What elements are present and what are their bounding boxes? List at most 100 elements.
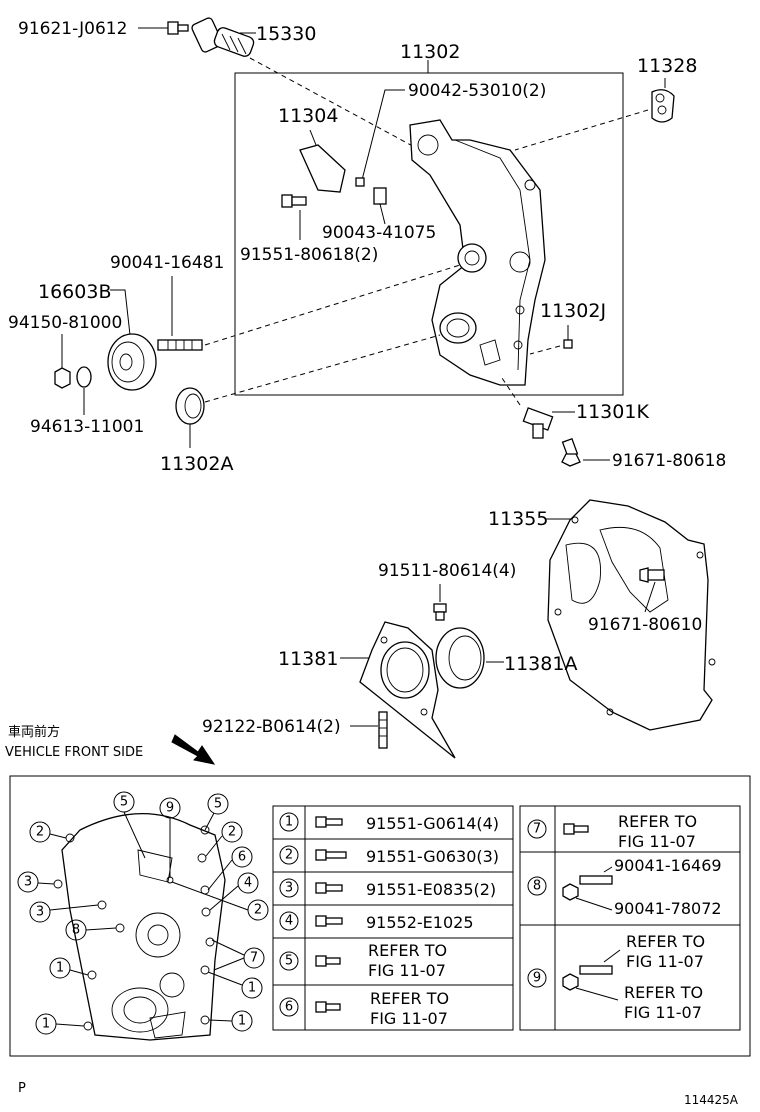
bolt-icon: [315, 1001, 341, 1013]
bolt-icon: [315, 882, 343, 894]
washer-94613: [76, 366, 92, 388]
callout-11302A[interactable]: 11302A: [160, 453, 233, 475]
orientation-jp: 車両前方: [8, 724, 60, 740]
svg-text:6: 6: [238, 850, 246, 865]
detail-marker-1d[interactable]: 1: [231, 1010, 253, 1032]
detail-marker-3a[interactable]: 3: [17, 871, 39, 893]
table-row-6-line2: FIG 11-07: [370, 1009, 448, 1028]
callout-11328[interactable]: 11328: [637, 55, 697, 77]
oil-control-valve-15330: [191, 17, 255, 57]
bolt-table-left: [272, 805, 514, 1031]
table-row-4[interactable]: 4 91552-E1025: [279, 911, 474, 932]
table-row-6-line1: REFER TO: [370, 989, 449, 1008]
callout-92122-B0614[interactable]: 92122-B0614(2): [202, 717, 341, 737]
timing-chain-cover: [409, 119, 546, 386]
table-row-5[interactable]: 5 REFER TO FIG 11-07: [279, 941, 447, 980]
detail-marker-4[interactable]: 4: [237, 872, 259, 894]
gasket-11328: [651, 89, 675, 123]
front-arrow-icon: [171, 734, 216, 765]
table-row-9-line4: FIG 11-07: [624, 1003, 702, 1022]
table-row-6[interactable]: 6 REFER TO FIG 11-07: [279, 989, 449, 1028]
table-row-8-line2: 90041-78072: [614, 899, 722, 918]
table-row-1-text: 91551-G0614(4): [366, 814, 499, 833]
svg-text:3: 3: [36, 905, 44, 920]
svg-text:5: 5: [214, 797, 222, 812]
detail-marker-2c[interactable]: 2: [247, 899, 269, 921]
idler-pulley-16603B: [107, 333, 157, 391]
callout-91621-J0612[interactable]: 91621-J0612: [18, 19, 127, 39]
callout-90041-16481[interactable]: 90041-16481: [110, 253, 224, 273]
page-mark: P: [18, 1081, 26, 1096]
retainer-11381: [359, 621, 456, 759]
callout-91551-80618[interactable]: 91551-80618(2): [240, 245, 378, 265]
bolt-icon: [315, 816, 343, 828]
callout-91671-80610[interactable]: 91671-80610: [588, 615, 702, 635]
svg-text:9: 9: [166, 801, 174, 816]
bolt-icon: [315, 849, 347, 861]
timing-cover-frame: [234, 72, 624, 396]
detail-marker-2b[interactable]: 2: [221, 821, 243, 843]
table-row-2-text: 91551-G0630(3): [366, 847, 499, 866]
stud-icon: [579, 875, 613, 885]
detail-marker-9[interactable]: 9: [159, 797, 181, 819]
stud-icon: [579, 965, 613, 975]
callout-91511-80614[interactable]: 91511-80614(4): [378, 561, 516, 581]
svg-text:9: 9: [533, 971, 541, 986]
callout-11381A[interactable]: 11381A: [504, 653, 577, 675]
pin-11302J: [563, 339, 573, 349]
svg-text:3: 3: [285, 881, 293, 896]
bolt-91671-80618: [561, 437, 581, 467]
detail-marker-3b[interactable]: 3: [29, 901, 51, 923]
plug-90043: [373, 187, 387, 205]
callout-11302[interactable]: 11302: [400, 41, 460, 63]
detail-marker-7[interactable]: 7: [243, 947, 265, 969]
oil-seal-11302A: [175, 387, 205, 425]
svg-text:4: 4: [244, 876, 252, 891]
svg-text:1: 1: [42, 1017, 50, 1032]
table-row-5-line1: REFER TO: [368, 941, 447, 960]
callout-11302J[interactable]: 11302J: [540, 300, 606, 322]
table-row-1[interactable]: 1 91551-G0614(4): [279, 812, 499, 833]
svg-text:2: 2: [285, 848, 293, 863]
callout-90043-41075[interactable]: 90043-41075: [322, 223, 436, 243]
table-row-9[interactable]: 9 REFER TO FIG 11-07 REFER TO FIG 11-07: [527, 932, 705, 1022]
plate-11304: [299, 144, 346, 193]
table-row-7[interactable]: 7 REFER TO FIG 11-07: [527, 812, 697, 851]
detail-cover-sketch: [53, 812, 226, 1041]
callout-11355[interactable]: 11355: [488, 508, 548, 530]
callout-11381[interactable]: 11381: [278, 648, 338, 670]
callout-94150-81000[interactable]: 94150-81000: [8, 313, 122, 333]
table-row-7-line1: REFER TO: [618, 812, 697, 831]
svg-text:5: 5: [285, 954, 293, 969]
callout-90042-53010[interactable]: 90042-53010(2): [408, 81, 546, 101]
sensor-11301K: [522, 407, 554, 439]
detail-marker-5b[interactable]: 5: [207, 793, 229, 815]
detail-marker-2a[interactable]: 2: [29, 821, 51, 843]
detail-marker-5a[interactable]: 5: [113, 791, 135, 813]
table-row-3[interactable]: 3 91551-E0835(2): [279, 878, 496, 899]
callout-91671-80618[interactable]: 91671-80618: [612, 451, 726, 471]
callout-15330[interactable]: 15330: [256, 23, 316, 45]
table-row-2[interactable]: 2 91551-G0630(3): [279, 845, 499, 866]
bolt-91621-J0612: [167, 21, 189, 35]
callout-11304[interactable]: 11304: [278, 105, 338, 127]
svg-text:3: 3: [24, 875, 32, 890]
callout-16603B[interactable]: 16603B: [38, 281, 111, 303]
stud-bolt-90041-16481: [157, 339, 203, 351]
detail-marker-1c[interactable]: 1: [35, 1013, 57, 1035]
figure-id: 114425A: [684, 1093, 739, 1107]
table-row-8[interactable]: 8 90041-16469 90041-78072: [527, 856, 722, 918]
callout-94613-11001[interactable]: 94613-11001: [30, 417, 144, 437]
table-row-3-text: 91551-E0835(2): [366, 880, 496, 899]
svg-text:8: 8: [72, 923, 80, 938]
bolt-icon: [315, 915, 343, 927]
table-row-9-line3: REFER TO: [624, 983, 703, 1002]
detail-marker-1a[interactable]: 1: [49, 957, 71, 979]
bolt-91671-80610: [639, 567, 665, 583]
stud-92122: [378, 711, 388, 749]
detail-marker-1b[interactable]: 1: [241, 977, 263, 999]
callout-11301K[interactable]: 11301K: [576, 401, 649, 423]
svg-text:1: 1: [285, 815, 293, 830]
detail-marker-6[interactable]: 6: [231, 846, 253, 868]
